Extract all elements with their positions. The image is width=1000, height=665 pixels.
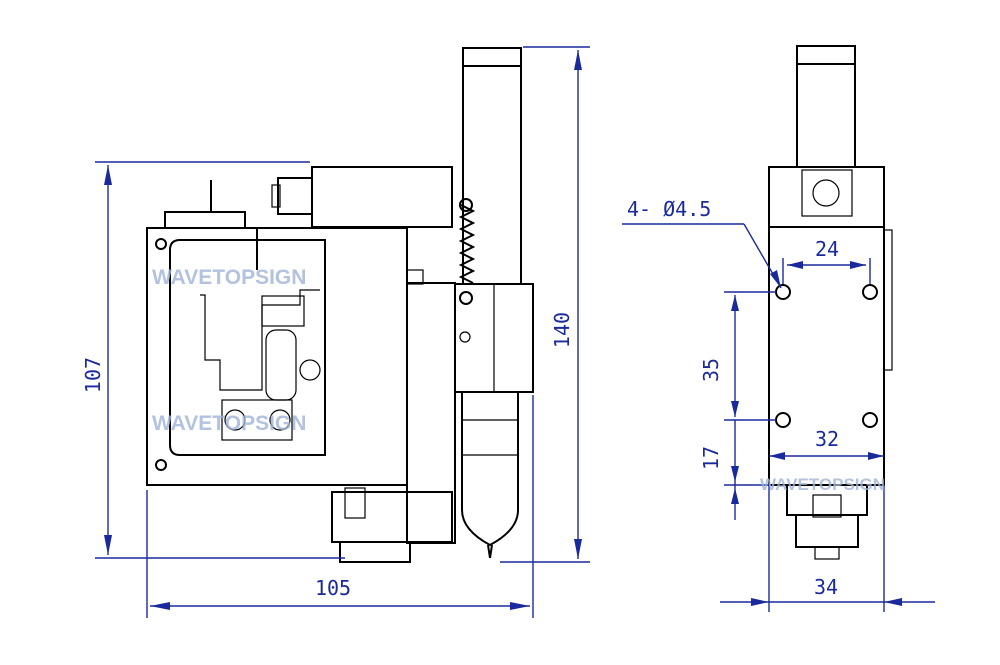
dim-140: 140 [550, 312, 574, 348]
base-block [331, 491, 453, 543]
hole-callout: 4- Ø4.5 [627, 197, 711, 221]
dim-35: 35 [699, 358, 723, 382]
pen-body [462, 65, 522, 285]
side-view [768, 45, 893, 560]
dim-24: 24 [815, 237, 839, 261]
nozzle [461, 392, 519, 547]
inner-cylinder [261, 295, 305, 327]
front-hole-bl [155, 459, 167, 471]
front-hole-tl [155, 238, 167, 250]
side-pen-cap [796, 45, 856, 65]
spring [458, 204, 476, 284]
inner-part [200, 289, 320, 391]
watermark-2: WAVETOPSIGN [152, 412, 306, 435]
dim-107: 107 [81, 357, 105, 393]
side-top-block [768, 166, 885, 228]
side-pen-body [796, 63, 856, 168]
dim-105: 105 [315, 576, 351, 600]
hole-1 [775, 284, 791, 300]
front-view [146, 47, 534, 563]
side-dimensions [622, 223, 935, 612]
hole-2 [862, 284, 878, 300]
dim-17: 17 [699, 446, 723, 470]
right-column [406, 282, 456, 544]
pen-cap [462, 47, 522, 67]
watermark-1: WAVETOPSIGN [152, 266, 306, 289]
watermark-3: WAVETOPSIGN [760, 475, 885, 494]
dim-34: 34 [814, 575, 838, 599]
valve-block [311, 166, 453, 228]
top-bracket [164, 211, 246, 229]
fitting [277, 177, 313, 215]
dim-32: 32 [815, 427, 839, 451]
inner-window [169, 239, 326, 456]
hole-3 [775, 412, 791, 428]
lower-fitting [221, 399, 293, 441]
front-dimensions [95, 46, 590, 618]
hole-4 [862, 412, 878, 428]
valve-body [265, 329, 297, 401]
